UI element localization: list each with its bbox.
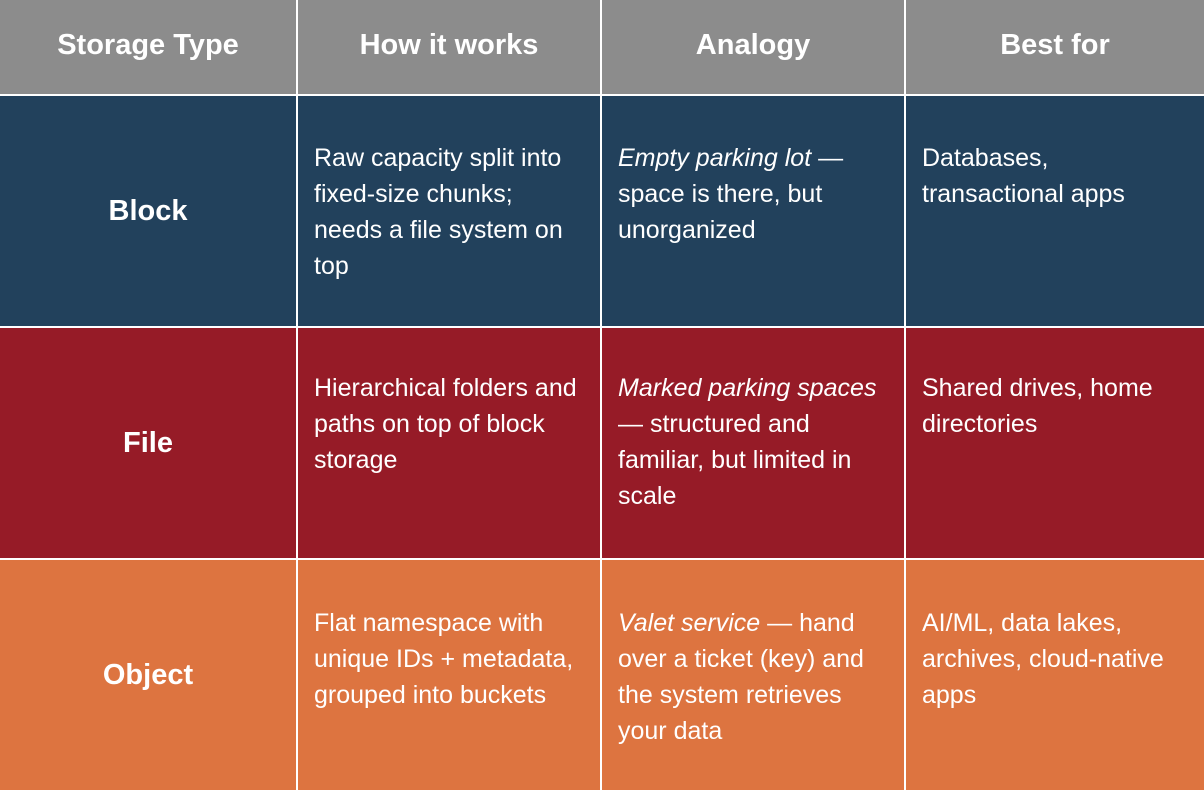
row-block-analogy: Empty parking lot — space is there, but … [602, 96, 906, 328]
row-file-analogy: Marked parking spaces — structured and f… [602, 328, 906, 560]
row-object-best: AI/ML, data lakes, archives, cloud-nativ… [906, 560, 1204, 790]
row-object-analogy-italic: Valet service [618, 609, 761, 637]
row-block-how: Raw capacity split into fixed-size chunk… [298, 96, 602, 328]
row-object-analogy-text: Valet service — hand over a ticket (key)… [618, 560, 888, 749]
row-object-analogy-rest: — hand over a ticket (key) and the syste… [618, 609, 864, 745]
row-file-how-text: Hierarchical folders and paths on top of… [314, 374, 577, 474]
row-file-how: Hierarchical folders and paths on top of… [298, 328, 602, 560]
row-file-analogy-italic: Marked parking spaces [618, 374, 877, 402]
header-how-it-works: How it works [298, 0, 602, 96]
row-object-best-text: AI/ML, data lakes, archives, cloud-nativ… [922, 609, 1164, 709]
row-file-analogy-rest: — structured and familiar, but limited i… [618, 410, 852, 510]
row-block-type: Block [0, 96, 298, 328]
row-object-type: Object [0, 560, 298, 790]
row-file-analogy-text: Marked parking spaces — structured and f… [618, 328, 888, 514]
row-file-type: File [0, 328, 298, 560]
header-best-for: Best for [906, 0, 1204, 96]
row-object-analogy: Valet service — hand over a ticket (key)… [602, 560, 906, 790]
row-file-best: Shared drives, home directories [906, 328, 1204, 560]
row-object-how: Flat namespace with unique IDs + metadat… [298, 560, 602, 790]
row-block-how-text: Raw capacity split into fixed-size chunk… [314, 144, 563, 280]
row-object-how-text: Flat namespace with unique IDs + metadat… [314, 609, 574, 709]
row-block-analogy-italic: Empty parking lot [618, 144, 812, 172]
header-storage-type: Storage Type [0, 0, 298, 96]
header-analogy: Analogy [602, 0, 906, 96]
row-block-best-text: Databases, transactional apps [922, 144, 1125, 208]
row-block-analogy-text: Empty parking lot — space is there, but … [618, 96, 888, 248]
row-block-best: Databases, transactional apps [906, 96, 1204, 328]
row-file-best-text: Shared drives, home directories [922, 374, 1153, 438]
row-block-analogy-rest: — space is there, but unorganized [618, 144, 844, 244]
